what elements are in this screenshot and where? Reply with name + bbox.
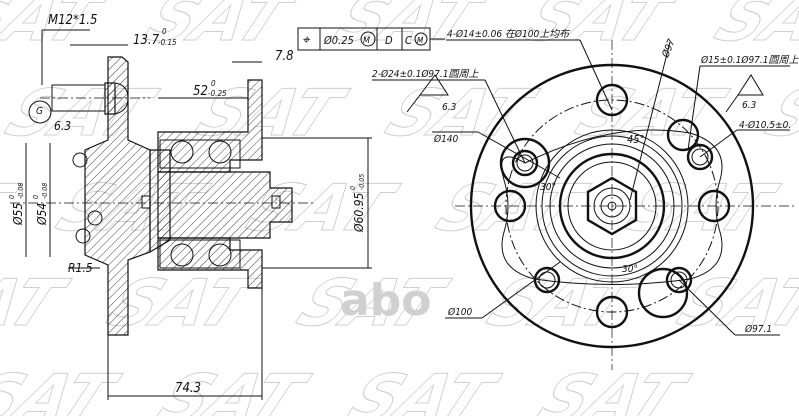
watermark-sat: SAT: [0, 75, 168, 150]
watermark-sat: SAT: [514, 0, 687, 55]
flange-width-tol-upper: 0: [162, 27, 167, 36]
gdt-tolerance: Ø0.25: [323, 34, 354, 47]
front-view: [372, 39, 795, 370]
roughness-left-label: 6.3: [442, 102, 457, 113]
flange-offset-label: 7.8: [275, 49, 294, 64]
watermark-sat: SAT: [527, 360, 700, 416]
dia-6095-label: Ø60.95: [352, 192, 366, 233]
watermark-sat: SAT: [755, 75, 799, 150]
dia-140-label: Ø140: [433, 133, 459, 145]
watermark-sat: SAT: [616, 170, 789, 245]
flange-width-tol-lower: -0.15: [158, 38, 177, 47]
angle-30a-label: 30°: [540, 182, 556, 193]
watermark-sat: SAT: [704, 0, 799, 55]
dia-54-tol-upper: 0: [32, 195, 40, 199]
flange-width-label: 13.7: [133, 33, 160, 48]
thread-label: M12*1.5: [48, 13, 97, 28]
radius-label: R1.5: [68, 261, 93, 275]
angle-45-label: 45°: [627, 133, 645, 146]
watermark-sat: SAT: [426, 170, 599, 245]
length-52-label: 52: [193, 84, 208, 99]
gdt-datum-d: D: [385, 34, 393, 47]
dia-971-label: Ø97.1: [744, 323, 772, 335]
watermark-sat: SAT: [337, 360, 510, 416]
dia-6095-tol-lower: -0.05: [358, 174, 366, 190]
dia-6095-tol-upper: 0: [349, 186, 357, 190]
side-view-labels: M12*1.5 13.7 0 -0.15 7.8 52 0 -0.25 6.3 …: [8, 13, 366, 396]
watermark-sat: SAT: [0, 360, 130, 416]
roughness-label: 6.3: [54, 119, 71, 133]
gdt-feature-control-frame: ⌖ Ø0.25 M D C M: [297, 27, 445, 51]
length-52-tol-upper: 0: [211, 79, 216, 88]
watermark-logo: abo: [340, 275, 431, 326]
dia-54-label: Ø54: [35, 203, 49, 226]
holes-105-label: 4-Ø10.5±0.: [739, 119, 791, 131]
roughness-right-label: 6.3: [742, 100, 757, 111]
gdt-modifier: M: [363, 36, 370, 46]
length-52-tol-lower: -0.25: [208, 89, 227, 98]
dia-97-label: Ø97: [659, 37, 678, 60]
position-symbol: ⌖: [302, 33, 311, 48]
holes-24-label: 2-Ø24±0.1Ø97.1圆周上: [372, 68, 479, 80]
dia-55-tol-upper: 0: [8, 195, 16, 199]
holes-14-label: 4-Ø14±0.06 在Ø100上均布: [447, 28, 571, 40]
gdt-datum-modifier: M: [417, 36, 424, 45]
holes-15-label: Ø15±0.1Ø97.1圆周上: [700, 54, 799, 66]
side-view-section: [10, 29, 372, 400]
watermark-sat: SAT: [0, 265, 79, 340]
gdt-datum-c: C: [405, 34, 412, 47]
dia-100-label: Ø100: [447, 306, 473, 318]
datum-g-circle: [28, 100, 52, 124]
watermark-sat: SAT: [147, 360, 320, 416]
dia-55-label: Ø55: [11, 203, 25, 226]
datum-g-label: G: [36, 106, 43, 117]
dia-54-tol-lower: -0.08: [41, 183, 49, 199]
angle-30b-label: 30°: [622, 264, 638, 275]
overall-length-label: 74.3: [175, 381, 201, 396]
dia-55-tol-lower: -0.08: [17, 183, 25, 199]
